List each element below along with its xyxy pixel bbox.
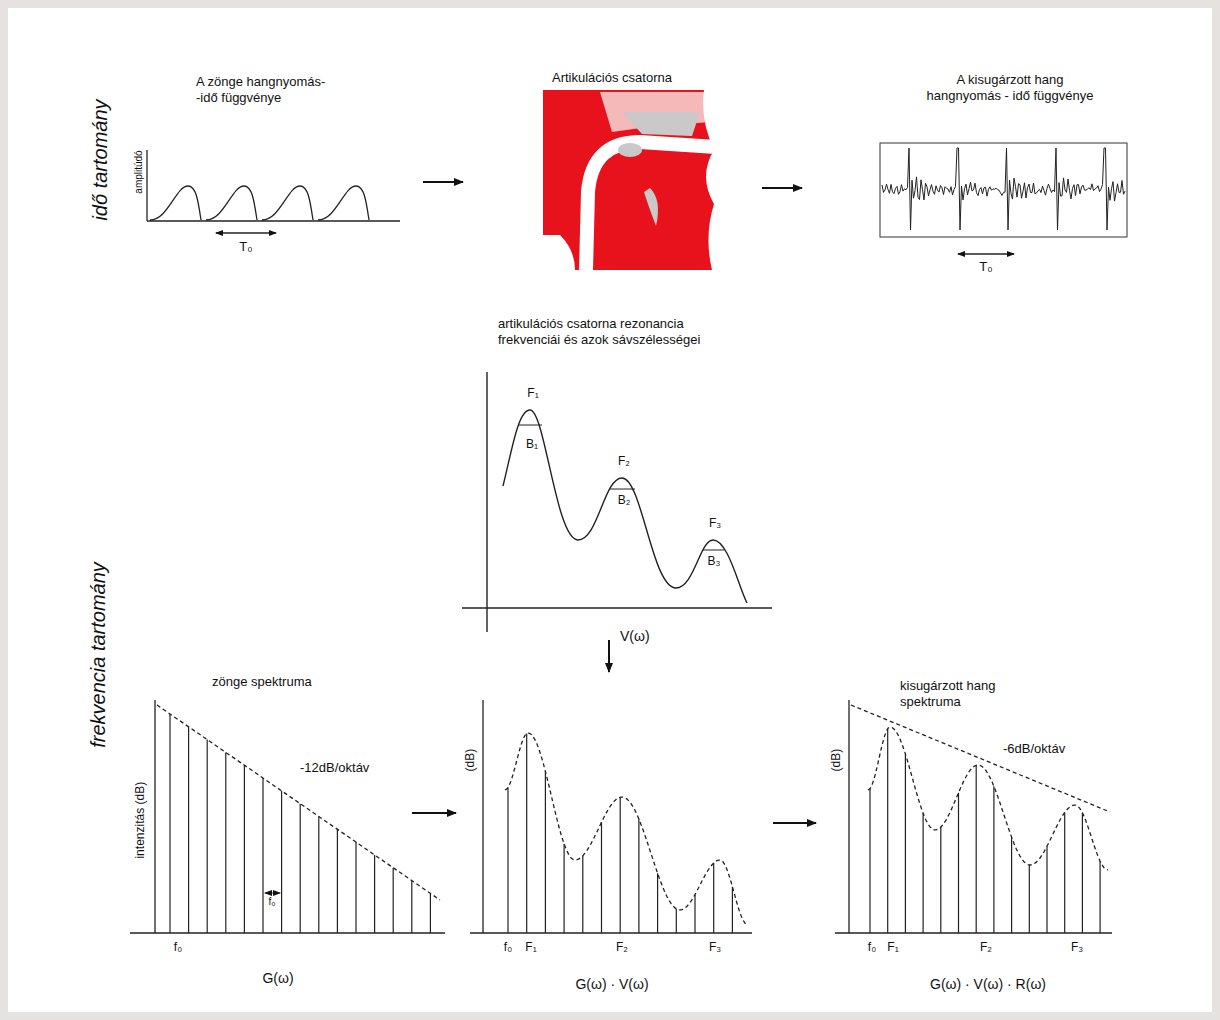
plot-title: zönge spektruma <box>212 674 312 690</box>
plot-title: kisugárzott hang spektruma <box>900 678 1030 709</box>
harmonic-line <box>318 817 319 934</box>
domain-label: frekvencia tartomány <box>86 562 110 748</box>
harmonic-line <box>582 856 583 933</box>
harmonic-line <box>694 895 695 933</box>
harmonic-line <box>676 909 677 933</box>
axis-tick: F₃ <box>709 940 721 954</box>
harmonic-line <box>545 771 546 933</box>
harmonic-line <box>601 822 602 933</box>
axis-label: amplitúdó <box>133 150 145 193</box>
axis-tick: f₀ <box>504 940 512 954</box>
bandwidth-label: B₂ <box>618 493 631 507</box>
harmonic-line <box>244 765 245 933</box>
axis-tick: f₀ <box>868 940 876 954</box>
harmonic-line <box>1099 861 1100 933</box>
harmonic-line <box>869 789 870 933</box>
harmonic-line <box>887 729 888 933</box>
harmonic-line <box>1011 837 1012 933</box>
formant-label: F₃ <box>709 516 721 530</box>
harmonic-line <box>355 842 356 933</box>
formant-label: F₁ <box>527 386 538 400</box>
function-label: V(ω) <box>620 628 650 645</box>
harmonic-line <box>1029 865 1030 933</box>
harmonic-line <box>620 797 621 933</box>
harmonic-line <box>905 754 906 933</box>
source-spectrum <box>130 700 445 933</box>
harmonic-line <box>940 827 941 933</box>
harmonic-line <box>337 829 338 933</box>
vocal-tract-illustration <box>543 90 720 270</box>
axis-label: (dB) <box>829 749 843 772</box>
flow-arrow <box>412 182 816 823</box>
harmonic-line <box>1082 813 1083 933</box>
axis-label: (dB) <box>463 749 477 772</box>
axis-tick: F₁ <box>887 940 898 954</box>
harmonic-line <box>430 893 431 933</box>
harmonic-line <box>225 752 226 933</box>
harmonic-line <box>1064 812 1065 933</box>
period-label: T₀ <box>979 259 992 275</box>
axis-tick: F₃ <box>1071 940 1083 954</box>
harmonic-line <box>393 868 394 933</box>
harmonic-line <box>922 813 923 933</box>
harmonic-line <box>169 714 170 933</box>
function-label: G(ω) <box>262 970 293 987</box>
harmonic-line <box>657 873 658 933</box>
harmonic-line <box>411 881 412 933</box>
harmonic-line <box>713 863 714 933</box>
glottal-pulse-plot <box>147 150 400 233</box>
plot-title: Artikulációs csatorna <box>552 70 672 86</box>
axis-tick: f₀ <box>174 940 182 954</box>
harmonic-line <box>281 791 282 933</box>
function-label: G(ω) · V(ω) · R(ω) <box>930 976 1046 993</box>
harmonic-line <box>1046 846 1047 933</box>
axis-tick: F₁ <box>525 940 536 954</box>
plot-title: A zönge hangnyomás- -idő függvénye <box>196 74 332 105</box>
harmonic-line <box>526 733 527 933</box>
slope-label: -6dB/oktáv <box>1003 741 1065 757</box>
formant-response-plot <box>462 372 772 632</box>
harmonic-line <box>732 887 733 933</box>
harmonic-line <box>958 793 959 933</box>
radiated-spectrum <box>835 700 1112 933</box>
harmonic-line <box>563 844 564 933</box>
domain-label: idő tartomány <box>88 99 112 220</box>
axis-tick: F₂ <box>616 940 628 954</box>
formant-label: F₂ <box>618 454 630 468</box>
harmonic-line <box>638 819 639 933</box>
filtered-spectrum <box>470 700 752 933</box>
harmonic-line <box>993 786 994 933</box>
harmonic-line <box>207 740 208 933</box>
period-label: T₀ <box>239 239 252 255</box>
axis-label: intenzitás (dB) <box>133 782 147 859</box>
function-label: G(ω) · V(ω) <box>575 976 648 993</box>
bandwidth-label: B₁ <box>526 437 538 451</box>
harmonic-line <box>976 765 977 933</box>
radiated-wave-plot <box>880 143 1127 254</box>
spacing-label: f₀ <box>269 896 276 908</box>
bandwidth-label: B₃ <box>708 554 721 568</box>
slope-label: -12dB/oktáv <box>300 760 369 776</box>
axis-tick: F₂ <box>980 940 992 954</box>
harmonic-line <box>507 788 508 933</box>
harmonic-line <box>374 855 375 933</box>
harmonic-line <box>300 804 301 933</box>
harmonic-line <box>188 727 189 933</box>
plot-title: A kisugárzott hang hangnyomás - idő függ… <box>919 72 1101 103</box>
harmonic-line <box>262 778 263 933</box>
plot-title: artikulációs csatorna rezonancia frekven… <box>498 316 708 347</box>
